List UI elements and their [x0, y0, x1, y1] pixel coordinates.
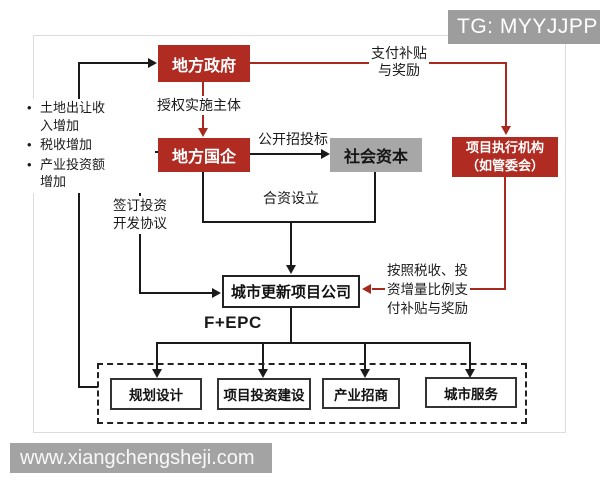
node-local-state-enterprise: 地方国企: [158, 138, 250, 172]
edge-jv-join: [202, 221, 376, 223]
edge-jv-down: [290, 221, 292, 267]
edge-increment-v: [504, 177, 506, 290]
node-industry-attraction: 产业招商: [322, 378, 400, 409]
arrowhead-into-industry: [360, 369, 370, 378]
edge-subsidy-v: [505, 62, 507, 126]
node-planning-design: 规划设计: [110, 378, 202, 410]
label-authorize: 授权实施主体: [155, 96, 243, 115]
benefit-list: • 土地出让收入增加 • 税收增加 • 产业投资额增加: [27, 99, 155, 193]
edge-jv-from-soe: [202, 172, 204, 223]
edge-fan-v3: [364, 342, 366, 370]
benefit-text: 税收增加: [40, 137, 93, 152]
arrowhead-into-investment: [258, 369, 268, 378]
edge-benefit-from-dashed-group: [78, 386, 98, 388]
arrowhead-into-project-company-top: [286, 265, 296, 274]
node-local-government: 地方政府: [158, 45, 250, 82]
arrowhead-into-service: [465, 369, 475, 378]
edge-fan-bar: [157, 342, 471, 344]
node-project-investment: 项目投资建设: [217, 378, 311, 410]
label-f-epc: F+EPC: [202, 313, 264, 332]
edge-benefit-v-top: [78, 62, 80, 102]
bullet-icon: •: [27, 100, 32, 115]
edge-benefit-to-gov-h: [79, 62, 149, 64]
benefit-item-industry-investment: • 产业投资额增加: [27, 156, 155, 191]
arrowhead-into-planning: [152, 369, 162, 378]
edge-fan-stem: [290, 308, 292, 344]
benefit-item-land-revenue: • 土地出让收入增加: [27, 99, 155, 134]
edge-fan-v2: [262, 342, 264, 370]
arrowhead-into-government: [148, 58, 157, 68]
benefit-text: 产业投资额增加: [40, 156, 106, 190]
node-executing-agency: 项目执行机构 （如管委会）: [452, 137, 558, 177]
arrowhead-into-project-company-left: [212, 288, 221, 298]
edge-fan-v1: [156, 342, 158, 370]
tg-watermark-badge: TG: MYYJJPP: [448, 10, 600, 44]
label-sign-agreement: 签订投资 开发协议: [111, 196, 169, 234]
bullet-icon: •: [27, 156, 32, 172]
edge-fan-v4: [469, 342, 471, 370]
node-social-capital: 社会资本: [330, 138, 422, 172]
edge-sign-h-bottom: [139, 292, 214, 294]
edge-soe-to-social: [250, 153, 323, 155]
arrowhead-into-project-company-right: [362, 284, 371, 294]
edge-jv-from-social: [374, 172, 376, 223]
label-subsidy-by-increment: 按照税收、投 资增量比例支 付补贴与奖励: [385, 260, 470, 319]
website-watermark-badge: www.xiangchengsheji.com: [10, 443, 272, 473]
benefit-item-tax-increase: • 税收增加: [27, 136, 155, 154]
business-scope-group: [97, 363, 527, 424]
edge-benefit-v-bottom: [78, 190, 80, 388]
benefit-text: 土地出让收入增加: [40, 100, 106, 133]
label-joint-venture: 合资设立: [261, 189, 321, 208]
label-pay-subsidy: 支付补贴 与奖励: [369, 44, 429, 79]
node-urban-service: 城市服务: [425, 377, 517, 408]
node-project-company: 城市更新项目公司: [222, 275, 360, 308]
label-public-bidding: 公开招投标: [256, 130, 330, 149]
arrowhead-into-soe: [198, 128, 208, 137]
arrowhead-into-social-capital: [321, 149, 330, 159]
bullet-icon: •: [27, 137, 32, 152]
arrowhead-into-agency: [501, 126, 511, 135]
